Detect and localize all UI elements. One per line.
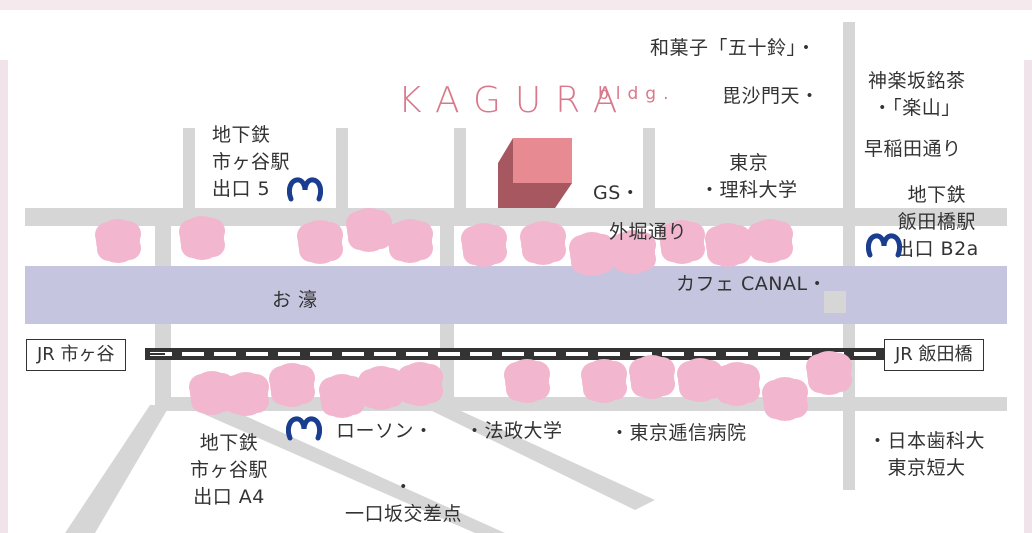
cherry-blossom-tree-icon [705,223,751,267]
road-vertical-3 [454,128,466,210]
label-iidabashi-exit-b2a: 地下鉄 飯田橋駅 出口 B2a [895,184,979,260]
label-gas-station: GS・ [593,182,641,204]
railway [145,348,885,360]
cherry-blossom-tree-icon [346,208,392,252]
building-title: KAGURA [398,80,632,121]
cherry-blossom-tree-icon [319,374,365,418]
top-band [0,0,1032,10]
cherry-blossom-tree-icon [610,230,656,274]
cherry-blossom-tree-icon [461,223,507,267]
label-bishamonten: 毘沙門天・ [722,85,820,107]
label-tokyo-teishin-hospital: ・東京逓信病院 [610,422,747,444]
cherry-blossom-tree-icon [387,219,433,263]
building-title-sub: bldg. [598,84,676,104]
label-nihon-shika-daigaku: ・日本歯科大 東京短大 [868,430,986,479]
label-kagurazaka-tea: 神楽坂銘茶 ・「楽山」 [868,70,966,119]
road-vertical-1 [183,128,195,210]
label-ichiguchizaka-intersection: ・ 一口坂交差点 [345,476,463,525]
cherry-blossom-tree-icon [297,220,343,264]
road-diagonal-1 [65,405,170,533]
station-jr-iidabashi[interactable]: JR 飯田橋 [884,339,984,371]
label-cafe-canal: カフェ CANAL・ [676,273,828,295]
cherry-blossom-tree-icon [179,216,225,260]
cherry-blossom-tree-icon [747,219,793,263]
label-ichigaya-exit-5: 地下鉄 市ヶ谷駅 出口 5 [212,124,291,200]
label-hosei-daigaku: ・法政大学 [465,420,563,442]
label-ichigaya-exit-a4: 地下鉄 市ヶ谷駅 出口 A4 [190,432,269,508]
road-waseda-dori [843,22,855,490]
cherry-blossom-tree-icon [714,362,760,406]
road-diagonal-3 [430,405,655,510]
cherry-blossom-tree-icon [504,359,550,403]
road-diagonal-2 [190,400,505,533]
cherry-blossom-tree-icon [397,362,443,406]
cherry-blossom-tree-icon [358,366,404,410]
label-tokyo-rika-daigaku: 東京 ・理科大学 [700,152,798,201]
road-sotobori-dori [25,208,1007,226]
cherry-blossom-tree-icon [520,221,566,265]
tokyo-metro-icon [866,233,902,258]
cherry-blossom-tree-icon [806,351,852,395]
cherry-blossom-tree-icon [677,358,723,402]
moat [25,266,1007,324]
label-moat: お 濠 [272,289,318,311]
label-wagashi-isuzu: 和菓子「五十鈴」・ [650,37,817,59]
road-vertical-4 [643,128,655,210]
tokyo-metro-icon [287,177,323,202]
road-vertical-2 [336,128,348,210]
cherry-blossom-tree-icon [629,355,675,399]
cherry-blossom-tree-icon [223,372,269,416]
kagura-building-icon [498,138,572,208]
cherry-blossom-tree-icon [269,363,315,407]
cherry-blossom-trees [95,208,852,421]
cherry-blossom-tree-icon [762,377,808,421]
cherry-blossom-tree-icon [581,359,627,403]
tokyo-metro-icon [286,416,322,441]
label-waseda-dori: 早稲田通り [864,138,962,160]
station-jr-ichigaya[interactable]: JR 市ヶ谷 [26,339,126,371]
left-edge [0,60,8,533]
label-lawson: ローソン・ [336,420,434,442]
label-sotobori-dori: 外堀通り [609,221,688,243]
cherry-blossom-tree-icon [659,220,705,264]
right-edge [1024,60,1032,533]
road-canal-stub-overlay [824,291,846,313]
cherry-blossom-tree-icon [569,232,615,276]
cherry-blossom-tree-icon [95,219,141,263]
